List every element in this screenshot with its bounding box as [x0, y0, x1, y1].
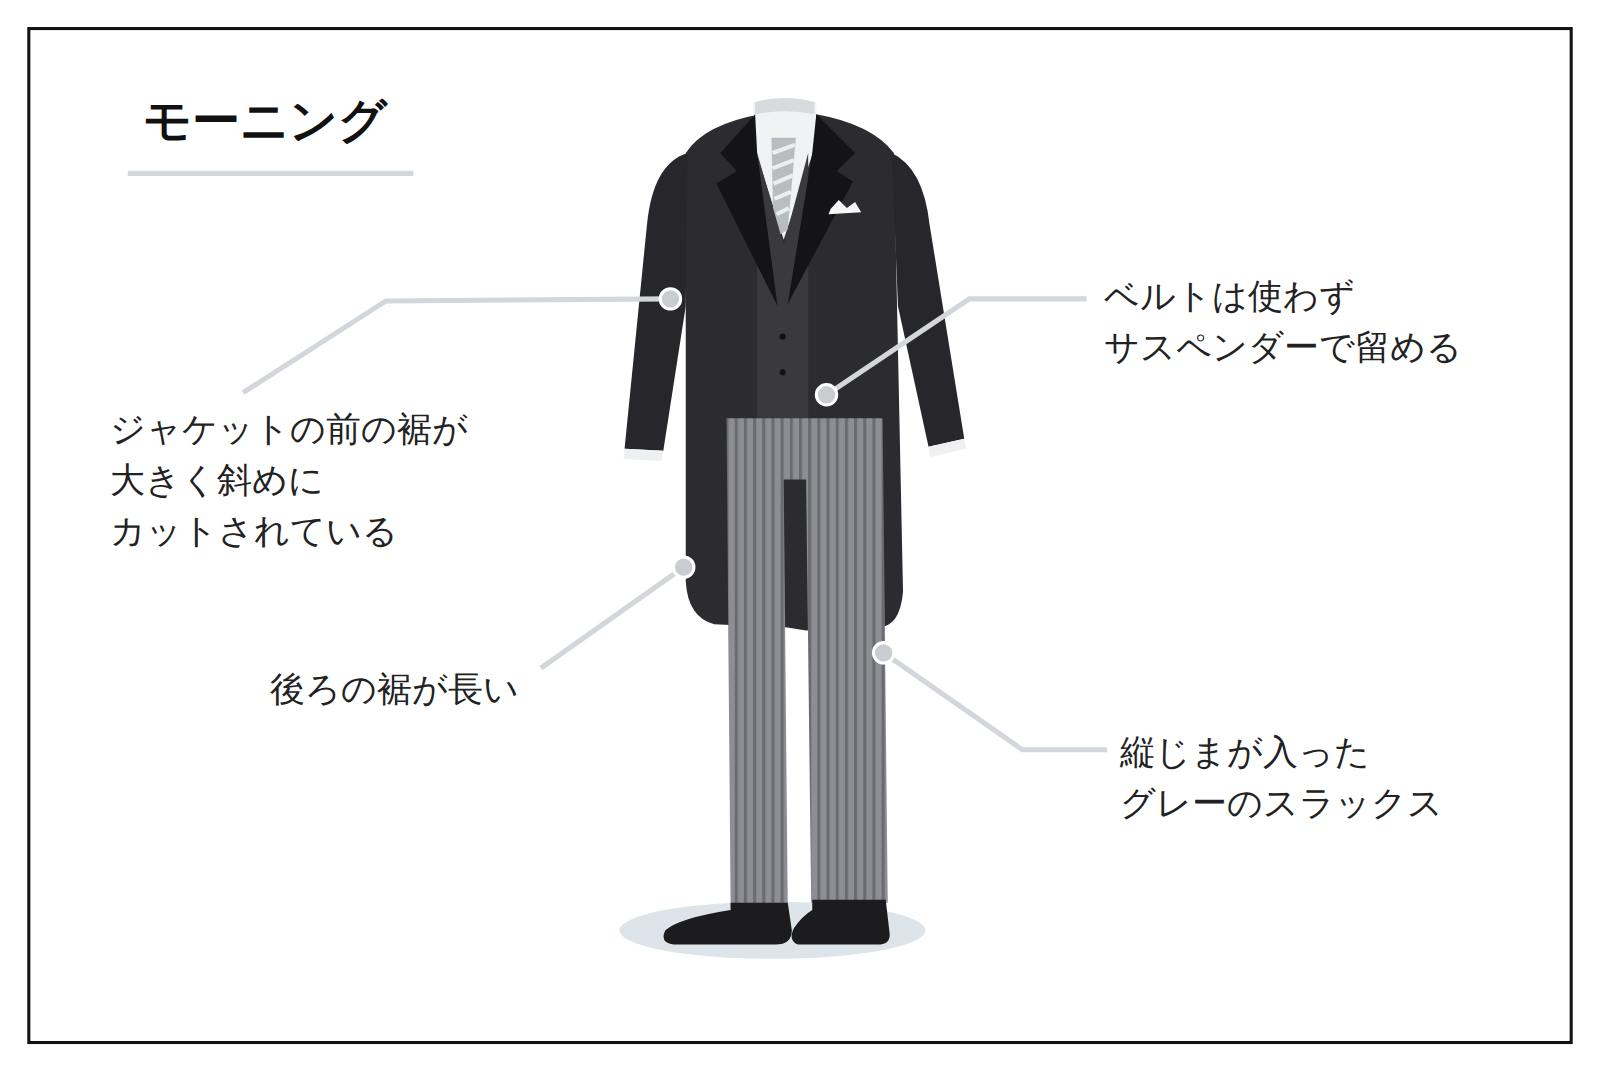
- leader-dot: [660, 289, 680, 309]
- vest-button: [780, 369, 786, 375]
- leader-line: [884, 653, 1107, 750]
- right-cuff: [929, 439, 967, 457]
- pocket-square: [829, 200, 862, 214]
- right-shoe: [792, 900, 890, 945]
- leader-line: [243, 299, 670, 393]
- leader-line: [541, 567, 684, 668]
- vest: [757, 153, 808, 418]
- leader-dot: [873, 643, 893, 663]
- left-cuff: [624, 449, 664, 461]
- callout-label: 縦じまが入った グレーのスラックス: [1120, 727, 1443, 829]
- leader-line: [827, 299, 1087, 395]
- neck: [755, 98, 814, 114]
- frame: [29, 29, 1571, 1043]
- tie-stripes: [772, 145, 794, 214]
- callout-label: ジャケットの前の裾が 大きく斜めに カットされている: [110, 404, 468, 557]
- left-shoe: [664, 903, 792, 945]
- leader-dot: [816, 385, 836, 405]
- left-sleeve: [625, 153, 688, 451]
- vest-button: [780, 334, 786, 340]
- striped-trousers: [727, 418, 888, 908]
- diagram-title: モーニング: [143, 90, 387, 150]
- leader-dot: [674, 557, 694, 577]
- left-lapel: [716, 114, 777, 306]
- callout-label: 後ろの裾が長い: [270, 664, 519, 715]
- title-underline: [128, 171, 414, 176]
- right-sleeve: [892, 153, 964, 447]
- callout-label: ベルトは使わず サスペンダーで留める: [1104, 271, 1462, 373]
